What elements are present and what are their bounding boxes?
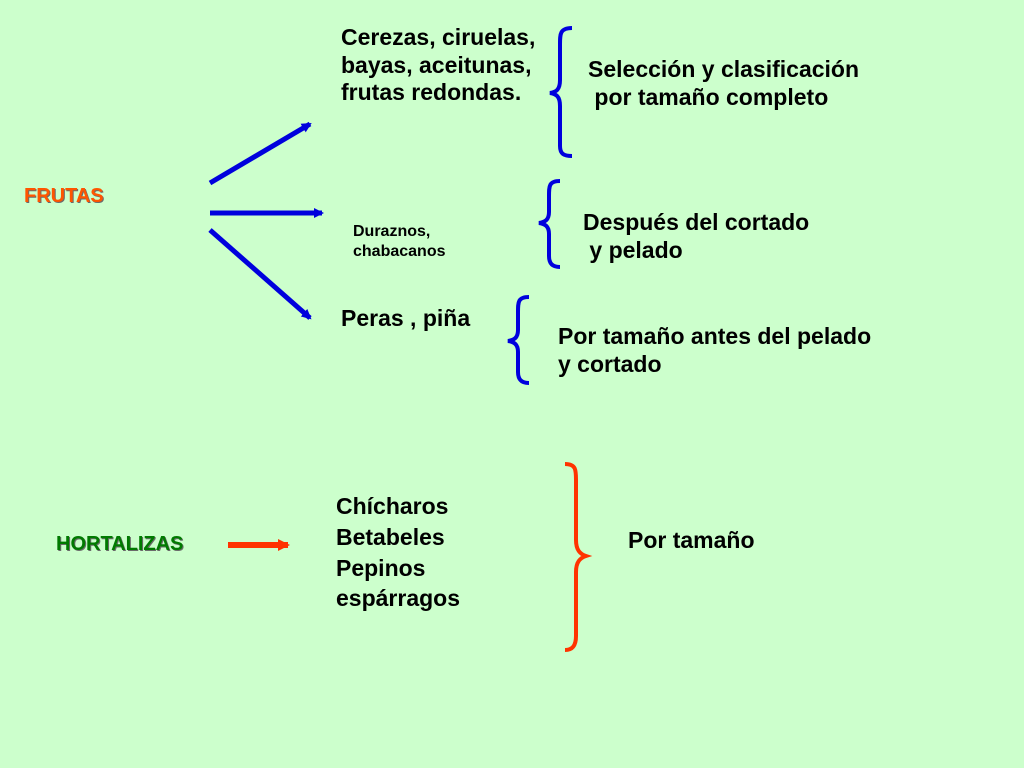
- branch-1-item-2: bayas, aceitunas,: [341, 51, 532, 78]
- hortalizas-items: Chícharos Betabeles Pepinos espárragos: [336, 491, 460, 614]
- hortalizas-item-1: Chícharos: [336, 493, 449, 519]
- branch-1-item-1: Cerezas, ciruelas,: [341, 24, 536, 50]
- branch-2-process-line-1: Después del cortado: [583, 209, 810, 235]
- bracket-hortalizas: [564, 462, 593, 652]
- hortalizas-item-3: Pepinos: [336, 554, 426, 581]
- branch-2-items: Duraznos, chabacanos: [353, 222, 445, 262]
- branch-2-item-1: Duraznos,: [353, 223, 431, 240]
- hortalizas-item-2: Betabeles: [336, 523, 445, 550]
- branch-1-process: Selección y clasificación por tamaño com…: [588, 56, 859, 111]
- arrow-to-peras: [208, 228, 312, 320]
- bracket-cerezas: [549, 26, 573, 158]
- branch-2-process-line-2: y pelado: [583, 236, 683, 263]
- frutas-label: FRUTAS: [24, 185, 104, 207]
- branch-3-item-1: Peras , piña: [341, 305, 471, 331]
- branch-2-process: Después del cortado y pelado: [583, 209, 809, 264]
- branch-3-items: Peras , piña: [341, 305, 470, 333]
- branch-2-item-2: chabacanos: [353, 243, 446, 260]
- arrow-to-cerezas: [208, 121, 312, 186]
- branch-1-items: Cerezas, ciruelas, bayas, aceitunas, fru…: [341, 24, 535, 107]
- branch-3-process-line-1: Por tamaño antes del pelado: [558, 323, 872, 349]
- branch-3-process-line-2: y cortado: [558, 350, 662, 377]
- branch-1-process-line-2: por tamaño completo: [588, 83, 829, 110]
- branch-1-process-line-1: Selección y clasificación: [588, 56, 860, 82]
- bracket-duraznos: [538, 179, 561, 269]
- hortalizas-item-4: espárragos: [336, 585, 461, 612]
- bracket-peras: [507, 295, 530, 385]
- hortalizas-label: HORTALIZAS: [56, 533, 184, 555]
- branch-1-item-3: frutas redondas.: [341, 79, 522, 106]
- hortalizas-process: Por tamaño: [628, 527, 755, 553]
- branch-3-process: Por tamaño antes del pelado y cortado: [558, 323, 871, 378]
